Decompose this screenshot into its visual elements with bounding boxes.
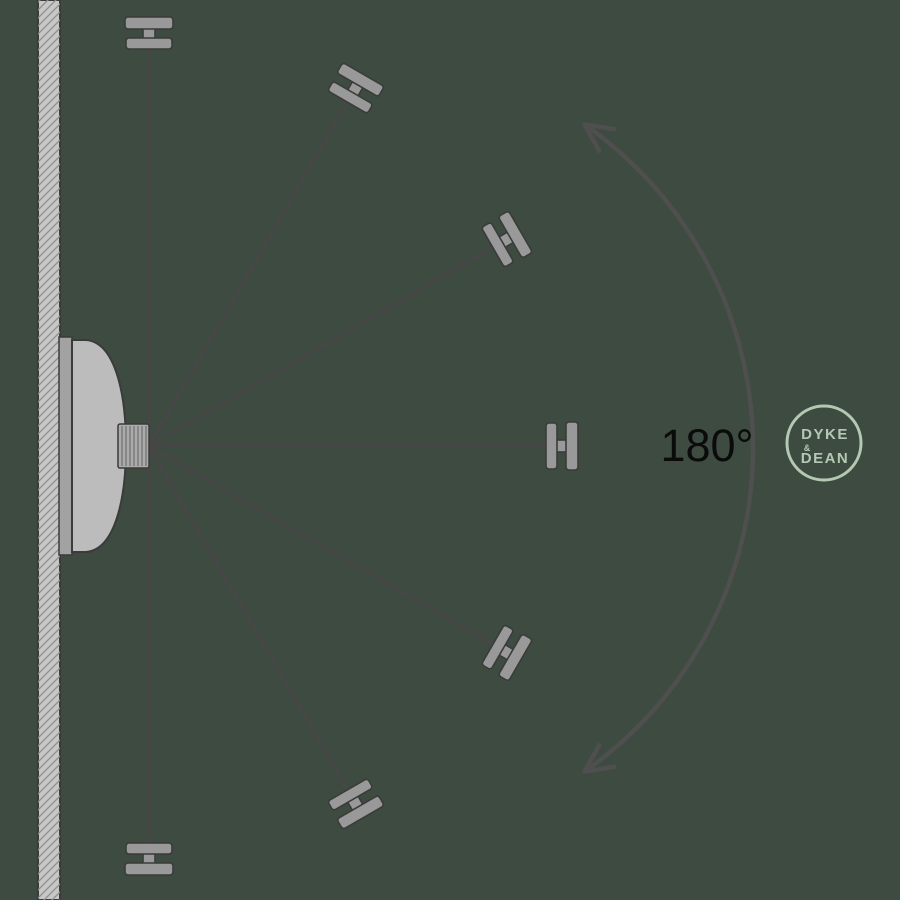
sweep-arc <box>582 122 756 774</box>
arm <box>147 102 349 448</box>
bulb-holder <box>481 211 533 268</box>
logo-circle <box>785 404 863 482</box>
bulb-holder <box>327 778 384 830</box>
rotation-arc <box>582 122 756 774</box>
arc-arrowhead-bottom <box>582 743 617 774</box>
holder-flange-outer <box>498 211 533 258</box>
arms-group <box>124 16 579 876</box>
holder-flange-inner <box>327 778 373 811</box>
logo-line2: DEAN <box>801 450 850 467</box>
holder-flange-inner <box>327 81 373 114</box>
arm <box>147 246 493 448</box>
wall-hatching <box>38 0 60 900</box>
bulb-holder <box>124 16 174 50</box>
pivot-knob <box>117 423 150 469</box>
arm <box>147 444 493 646</box>
bulb-holder <box>327 62 384 114</box>
holder-flange-inner <box>545 422 558 470</box>
bulb-holder <box>124 842 174 876</box>
holder-flange-inner <box>125 37 173 50</box>
bulb-holder <box>545 421 579 471</box>
bulb-holder <box>481 624 533 681</box>
logo-line1: DYKE <box>801 426 849 443</box>
wall-mount <box>58 336 128 556</box>
holder-flange-outer <box>337 795 384 830</box>
holder-flange-inner <box>481 222 514 268</box>
angle-label: 180° <box>660 420 753 471</box>
holder-flange-inner <box>125 842 173 855</box>
holder-flange-outer <box>124 862 174 876</box>
wall <box>37 0 61 900</box>
logo-badge: DYKE & DEAN <box>785 404 863 482</box>
holder-flange-outer <box>124 16 174 30</box>
holder-flange-outer <box>565 421 579 471</box>
holder-flange-inner <box>481 624 514 670</box>
mount-backplate <box>58 336 73 556</box>
arm <box>147 444 349 790</box>
holder-flange-outer <box>337 62 384 97</box>
holder-flange-outer <box>498 634 533 681</box>
arc-arrowhead-top <box>582 122 617 153</box>
logo-ampersand: & <box>804 443 811 453</box>
